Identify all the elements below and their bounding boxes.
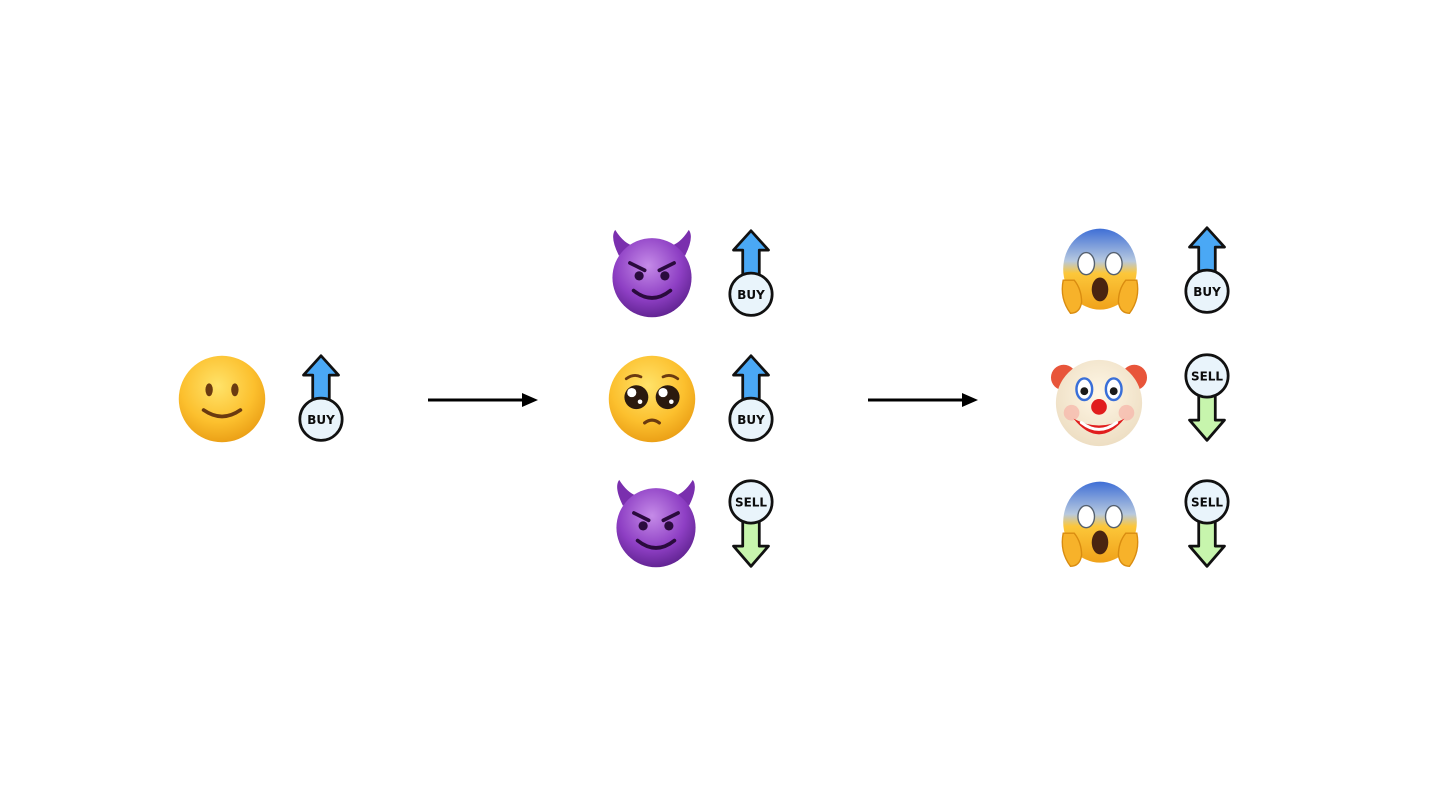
badge-label: BUY (1193, 285, 1221, 299)
slightly-smiling-face-icon (176, 353, 268, 445)
buy-badge-icon: BUY (728, 229, 774, 317)
sell-badge-icon: SELL (1184, 479, 1230, 568)
screaming-in-fear-face-icon (1061, 227, 1139, 315)
badge-label: SELL (1191, 496, 1223, 510)
buy-badge-icon: BUY (1184, 226, 1230, 314)
badge-label: SELL (735, 496, 767, 510)
buy-badge-icon: BUY (298, 354, 344, 442)
clown-face-icon (1050, 358, 1148, 448)
smiling-devil-face-icon (614, 478, 698, 570)
buy-badge-icon: BUY (728, 354, 774, 442)
badge-label: BUY (737, 288, 765, 302)
right-arrow-icon (428, 393, 538, 407)
badge-label: BUY (737, 413, 765, 427)
sell-badge-icon: SELL (728, 479, 774, 568)
right-arrow-icon (868, 393, 978, 407)
smiling-devil-face-icon (610, 228, 694, 320)
screaming-in-fear-face-icon (1061, 480, 1139, 568)
badge-label: BUY (307, 413, 335, 427)
pleading-face-icon (607, 354, 697, 444)
badge-label: SELL (1191, 370, 1223, 384)
sell-badge-icon: SELL (1184, 353, 1230, 442)
